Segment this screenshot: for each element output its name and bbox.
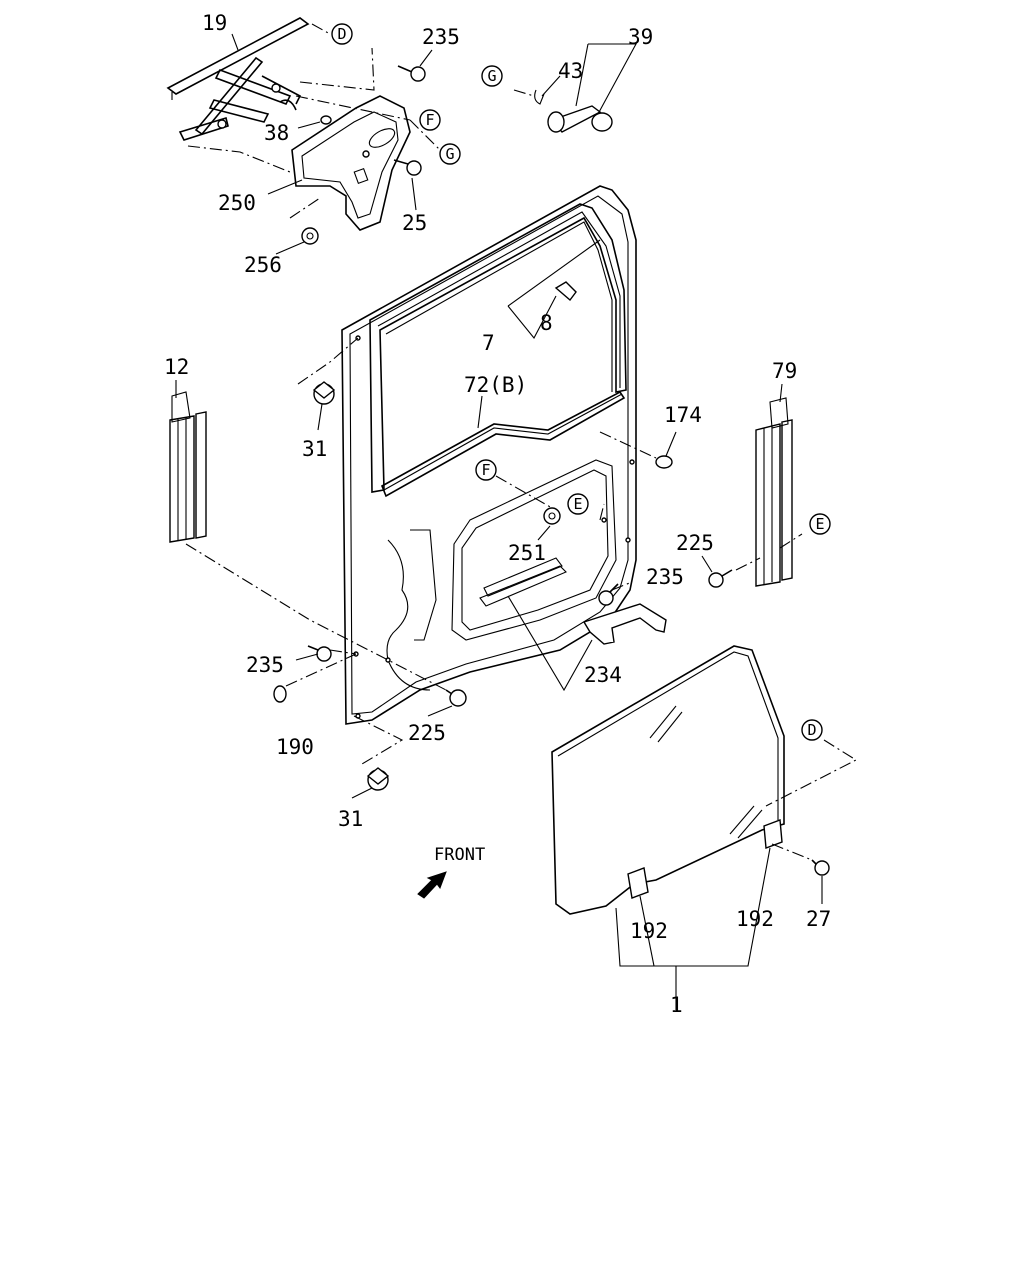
svg-text:G: G — [487, 67, 496, 85]
leader-lines — [175, 33, 823, 1010]
label-31-upper: 31 — [302, 437, 327, 461]
label-79: 79 — [772, 359, 797, 383]
label-192-left: 192 — [630, 919, 668, 943]
window-run-channel — [369, 203, 627, 493]
label-31-lower: 31 — [338, 807, 363, 831]
svg-text:D: D — [337, 25, 346, 43]
door-panel — [341, 185, 637, 725]
callout-f-top: F — [419, 109, 441, 131]
svg-text:F: F — [425, 111, 434, 129]
label-39: 39 — [628, 25, 653, 49]
svg-text:D: D — [807, 721, 816, 739]
regulator-bracket — [291, 95, 411, 231]
label-38: 38 — [264, 121, 289, 145]
label-8: 8 — [540, 311, 553, 335]
label-251: 251 — [508, 541, 546, 565]
svg-text:F: F — [481, 461, 490, 479]
door-glass — [551, 645, 785, 915]
label-25: 25 — [402, 211, 427, 235]
front-arrow-icon — [417, 871, 447, 899]
belt-weatherstrip — [380, 390, 626, 498]
label-19: 19 — [202, 11, 227, 35]
label-192-right: 192 — [736, 907, 774, 931]
label-174: 174 — [664, 403, 702, 427]
run-channel-79 — [755, 397, 793, 587]
front-label: FRONT — [434, 845, 485, 865]
phantom-lines — [185, 23, 858, 861]
window-regulator — [166, 17, 310, 141]
label-235-right: 235 — [646, 565, 684, 589]
label-7: 7 — [482, 331, 495, 355]
run-channel-12 — [169, 391, 207, 543]
part-number-labels: 19 235 39 43 38 250 25 256 8 7 12 79 72(… — [164, 11, 831, 1017]
bracket-234 — [582, 603, 667, 645]
callout-e-channel: E — [809, 513, 831, 535]
label-235-top: 235 — [422, 25, 460, 49]
label-235-left: 235 — [246, 653, 284, 677]
door-handle — [534, 89, 613, 133]
label-225-lower: 225 — [408, 721, 446, 745]
label-225-right: 225 — [676, 531, 714, 555]
label-27: 27 — [806, 907, 831, 931]
label-190: 190 — [276, 735, 314, 759]
label-12: 12 — [164, 355, 189, 379]
label-1: 1 — [670, 993, 683, 1017]
label-256: 256 — [244, 253, 282, 277]
svg-text:E: E — [815, 515, 824, 533]
label-43: 43 — [558, 59, 583, 83]
label-234: 234 — [584, 663, 622, 687]
callout-d-glass: D — [801, 719, 823, 741]
callout-g-handle: G — [481, 65, 503, 87]
label-72b: 72(B) — [464, 373, 527, 397]
label-250: 250 — [218, 191, 256, 215]
reference-callouts: D F G G F E E D — [331, 23, 831, 741]
svg-text:G: G — [445, 145, 454, 163]
callout-g-bracket: G — [439, 143, 461, 165]
svg-text:E: E — [573, 495, 582, 513]
fasteners — [273, 65, 830, 876]
callout-d-top: D — [331, 23, 353, 45]
callout-e-door: E — [567, 493, 589, 515]
callout-f-door: F — [475, 459, 497, 481]
